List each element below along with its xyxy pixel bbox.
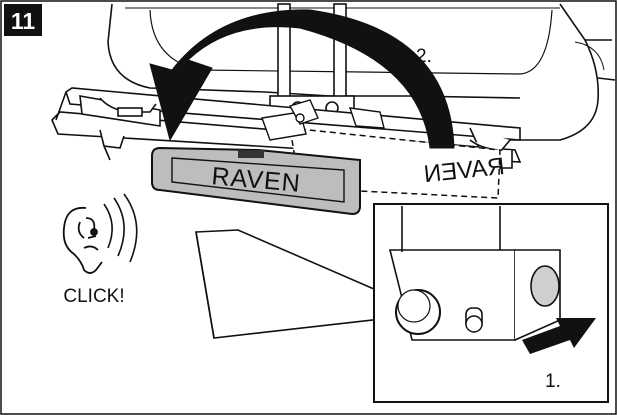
ear-icon xyxy=(62,206,103,274)
click-label: CLICK! xyxy=(63,286,124,307)
raven-license-plate: RAVEN xyxy=(151,146,361,216)
step-two-label: 2. xyxy=(416,46,432,67)
push-arrow-icon xyxy=(522,318,596,354)
detail-inset xyxy=(373,203,609,403)
rotate-arrow-icon xyxy=(149,9,455,149)
plate-bracket xyxy=(261,99,385,141)
step-badge: 11 xyxy=(4,4,42,36)
step-number: 11 xyxy=(11,8,36,34)
step-one-label: 1. xyxy=(545,371,561,392)
sound-waves-icon xyxy=(103,193,138,263)
